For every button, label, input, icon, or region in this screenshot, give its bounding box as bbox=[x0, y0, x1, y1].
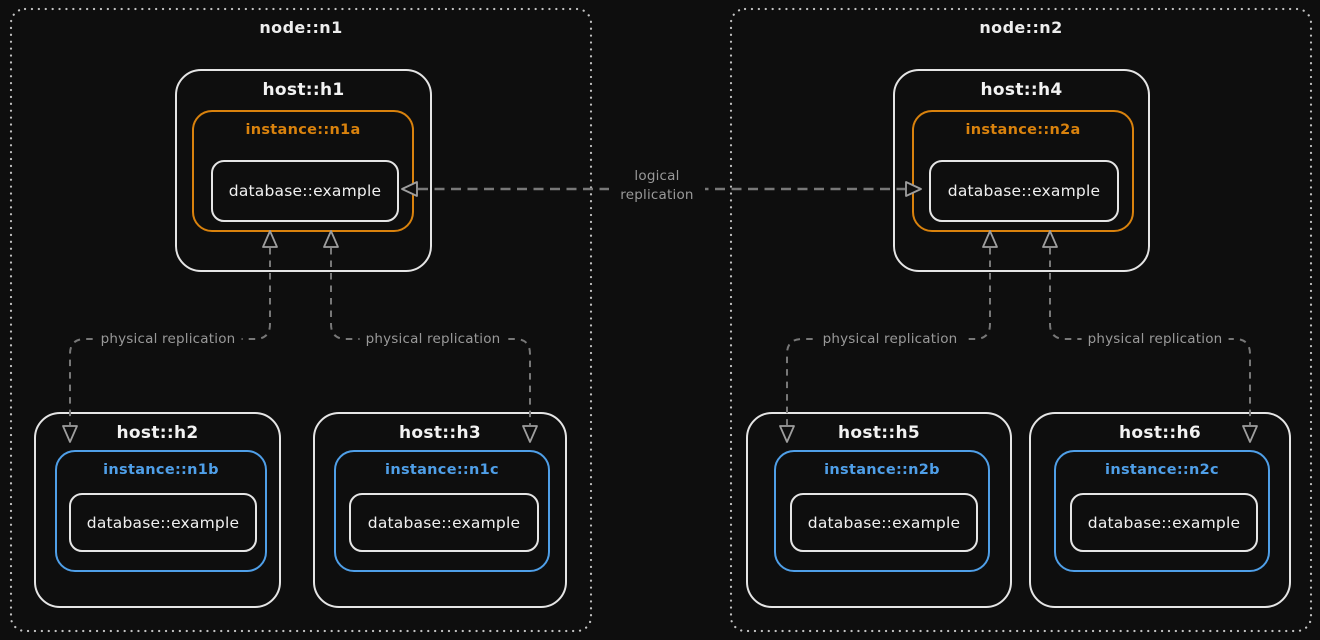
host-h1-title: host::h1 bbox=[262, 80, 345, 100]
database-example-h1-label: database::example bbox=[228, 182, 382, 200]
physical-replication-edge-label-n2-left: physical replication bbox=[816, 329, 964, 349]
database-example-h3-label: database::example bbox=[367, 513, 521, 532]
physical-replication-edge-label-n2-right: physical replication bbox=[1081, 329, 1229, 349]
instance-n2a-title: instance::n2a bbox=[965, 122, 1081, 138]
instance-n1b-title: instance::n1b bbox=[103, 462, 219, 478]
host-h4-title: host::h4 bbox=[980, 80, 1063, 100]
host-h6-title: host::h6 bbox=[1119, 423, 1201, 443]
database-example-h5-box: database::example bbox=[790, 493, 978, 552]
database-example-h4-box: database::example bbox=[929, 160, 1119, 222]
instance-n2b-box: instance::n2b database::example bbox=[774, 450, 990, 572]
instance-n1a-title: instance::n1a bbox=[245, 122, 361, 138]
host-h2-title: host::h2 bbox=[116, 423, 199, 443]
database-example-h6-box: database::example bbox=[1070, 493, 1258, 552]
host-h6-box: host::h6 instance::n2c database::example bbox=[1029, 412, 1291, 608]
instance-n2a-box: instance::n2a database::example bbox=[912, 110, 1134, 232]
logical-replication-edge-label: logical replication bbox=[609, 165, 705, 207]
node-n2-title: node::n2 bbox=[979, 18, 1063, 37]
host-h3-title: host::h3 bbox=[399, 423, 481, 443]
host-h3-box: host::h3 instance::n1c database::example bbox=[313, 412, 567, 608]
instance-n1c-title: instance::n1c bbox=[385, 462, 499, 478]
database-example-h2-label: database::example bbox=[86, 513, 240, 532]
host-h1-box: host::h1 instance::n1a database::example bbox=[175, 69, 432, 272]
database-example-h5-label: database::example bbox=[807, 513, 961, 532]
instance-n1c-box: instance::n1c database::example bbox=[334, 450, 550, 572]
instance-n2b-title: instance::n2b bbox=[824, 462, 940, 478]
host-h5-box: host::h5 instance::n2b database::example bbox=[746, 412, 1012, 608]
database-example-h1-box: database::example bbox=[211, 160, 399, 222]
physical-replication-edge-label-n1-left: physical replication bbox=[94, 329, 242, 349]
database-example-h4-label: database::example bbox=[947, 182, 1101, 200]
instance-n2c-box: instance::n2c database::example bbox=[1054, 450, 1270, 572]
database-example-h2-box: database::example bbox=[69, 493, 257, 552]
database-example-h6-label: database::example bbox=[1087, 513, 1241, 532]
instance-n2c-title: instance::n2c bbox=[1105, 462, 1219, 478]
host-h2-box: host::h2 instance::n1b database::example bbox=[34, 412, 281, 608]
host-h5-title: host::h5 bbox=[838, 423, 920, 443]
instance-n1a-box: instance::n1a database::example bbox=[192, 110, 414, 232]
node-n1-title: node::n1 bbox=[259, 18, 343, 37]
physical-replication-edge-label-n1-right: physical replication bbox=[359, 329, 507, 349]
instance-n1b-box: instance::n1b database::example bbox=[55, 450, 267, 572]
database-example-h3-box: database::example bbox=[349, 493, 539, 552]
host-h4-box: host::h4 instance::n2a database::example bbox=[893, 69, 1150, 272]
